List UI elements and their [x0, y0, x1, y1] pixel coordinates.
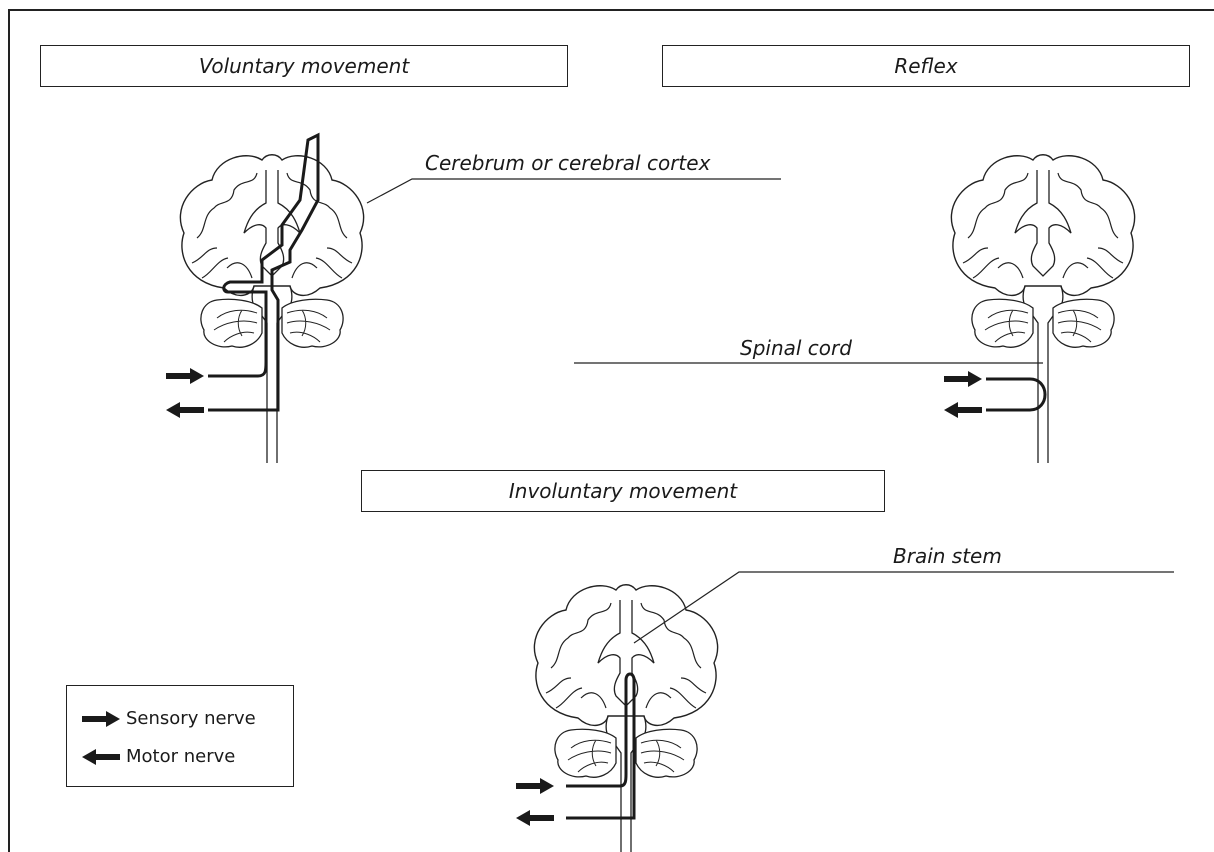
cerebrum-label: Cerebrum or cerebral cortex: [425, 151, 711, 175]
voluntary-movement-title: Voluntary movement: [40, 45, 568, 87]
diagram-frame: [8, 9, 1214, 852]
legend: Sensory nerve Motor nerve: [66, 685, 294, 787]
involuntary-brain: [516, 584, 719, 852]
reflex-brain: [944, 154, 1136, 464]
legend-sensory-label: Sensory nerve: [126, 708, 256, 729]
voluntary-brain: [166, 132, 365, 464]
legend-motor-label: Motor nerve: [126, 746, 236, 767]
involuntary-movement-title: Involuntary movement: [361, 470, 885, 512]
cerebrum-leader-line: [366, 178, 781, 204]
spinal-cord-label: Spinal cord: [740, 336, 852, 360]
left-arrow-icon: [82, 748, 120, 765]
brain-stem-leader-line: [633, 571, 1174, 644]
brain-stem-label: Brain stem: [893, 544, 1002, 568]
legend-motor-row: Motor nerve: [82, 746, 235, 767]
reflex-title: Reflex: [662, 45, 1190, 87]
legend-sensory-row: Sensory nerve: [82, 708, 256, 729]
right-arrow-icon: [82, 710, 120, 727]
